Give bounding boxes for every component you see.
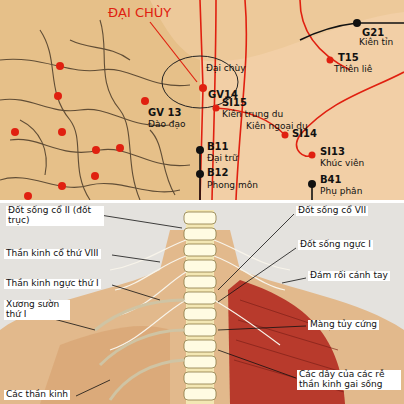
point-label: GV 13 [148, 107, 181, 118]
anatomy-label: Đốt sống cổ II (đốt trục) [6, 206, 104, 226]
point-label: ĐẠI CHÙY [108, 6, 171, 20]
anatomy-label: Màng tủy cứng [308, 320, 379, 330]
point-label: Đào đạo [148, 120, 186, 130]
point-label: SI13 [320, 146, 345, 157]
point-label: Khúc viên [320, 159, 364, 169]
point-label: B41 [320, 174, 342, 185]
point-label: Phong môn [207, 181, 258, 191]
point-label: Kiên tỉn [359, 38, 393, 48]
anatomy-label: Đốt sống ngực I [298, 240, 373, 250]
anatomy-label: Xương sườn thứ I [4, 300, 70, 320]
point-label: Phụ phân [320, 187, 362, 197]
point-label: Thiên liê [334, 65, 372, 75]
anatomy-label: Đốt sống cổ VII [296, 206, 368, 216]
point-label: B11 [207, 141, 229, 152]
anatomy-label: Đám rối cánh tay [308, 271, 390, 281]
point-label: Kiên trung du [222, 110, 283, 120]
anatomy-label: Các dây của các rễ thần kinh gai sống [297, 370, 401, 390]
anatomy-label: Thần kinh cổ thứ VIII [4, 249, 101, 259]
anatomy-label: Các thần kinh [4, 390, 70, 400]
point-label: G21 [362, 27, 384, 38]
point-label: T15 [338, 52, 359, 63]
point-label: Đại chùy [206, 64, 246, 74]
point-label: SI15 [222, 97, 247, 108]
point-label: B12 [207, 167, 229, 178]
point-label: SI14 [292, 128, 317, 139]
point-label: Đại trữ [207, 154, 238, 164]
anatomy-label: Thần kinh ngực thứ I [4, 279, 101, 289]
